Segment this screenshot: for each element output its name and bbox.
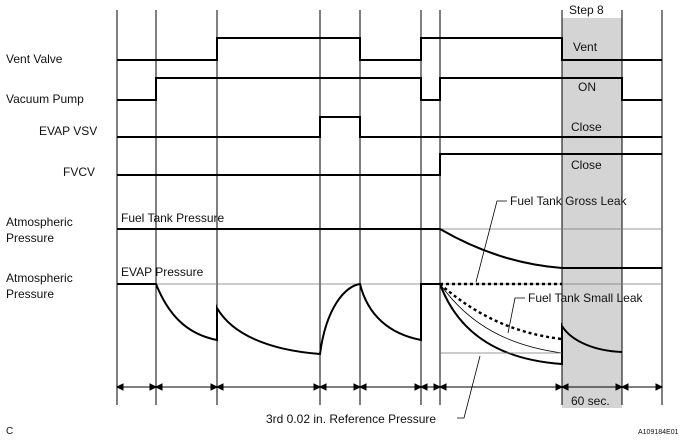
evap-pressure-label: EVAP Pressure (121, 265, 204, 279)
step-8-band (562, 18, 622, 408)
small-leak-curve (439, 283, 563, 341)
timing-arrowhead (655, 383, 664, 391)
atmospheric-label-1-line-1: Atmospheric (6, 215, 73, 229)
timing-arrowhead (419, 383, 428, 391)
state-label-close-vsv: Close (571, 120, 602, 134)
row-label-evap-vsv: EVAP VSV (39, 124, 97, 138)
timing-gridlines (116, 10, 663, 405)
timing-arrowhead (149, 383, 158, 391)
timing-arrowhead (414, 383, 423, 391)
gross-leak-leader (475, 200, 507, 283)
timing-arrowhead (555, 383, 564, 391)
timing-arrowhead (620, 383, 629, 391)
signal-fvcv (117, 153, 662, 176)
timing-arrowhead (560, 383, 569, 391)
fuel-tank-pressure-curve (117, 228, 662, 269)
reference-pressure-curve (439, 283, 563, 354)
atmospheric-label-2-line-2: Pressure (6, 287, 54, 301)
timing-arrowhead (210, 383, 219, 391)
state-label-close-fvcv: Close (571, 158, 602, 172)
atmospheric-label-1-line-2: Pressure (6, 231, 54, 245)
corner-label: C (6, 426, 13, 437)
timing-arrowhead (438, 383, 447, 391)
evap-pressure-curve (117, 282, 623, 366)
timing-arrowhead (215, 383, 224, 391)
gross-leak-label: Fuel Tank Gross Leak (510, 194, 628, 208)
timing-arrowhead (358, 383, 367, 391)
fuel-tank-pressure-label: Fuel Tank Pressure (121, 211, 224, 225)
small-leak-leader (507, 297, 525, 334)
timing-arrowhead (154, 383, 163, 391)
signal-evap-vsv (117, 116, 662, 138)
timing-arrowhead (318, 383, 327, 391)
atmospheric-label-2-line-1: Atmospheric (6, 271, 73, 285)
row-label-vacuum-pump: Vacuum Pump (6, 92, 84, 106)
step-label: Step 8 (569, 3, 604, 17)
timing-arrowhead (615, 383, 624, 391)
figure-id: A109184E01 (638, 429, 679, 436)
signal-vacuum-pump (117, 77, 662, 101)
state-label-on: ON (578, 80, 596, 94)
signal-vent-valve (117, 37, 662, 61)
row-label-fvcv: FVCV (63, 165, 95, 179)
timing-arrowhead (115, 383, 124, 391)
timing-arrowhead (353, 383, 362, 391)
state-label-vent: Vent (573, 40, 598, 54)
reference-pressure-leader (457, 355, 481, 419)
duration-label: 60 sec. (571, 394, 610, 408)
timing-arrowhead (313, 383, 322, 391)
row-label-vent-valve: Vent Valve (6, 52, 63, 66)
small-leak-label: Fuel Tank Small Leak (528, 291, 644, 305)
reference-pressure-label: 3rd 0.02 in. Reference Pressure (266, 412, 436, 426)
timing-arrows (115, 383, 664, 391)
timing-arrowhead (433, 383, 442, 391)
